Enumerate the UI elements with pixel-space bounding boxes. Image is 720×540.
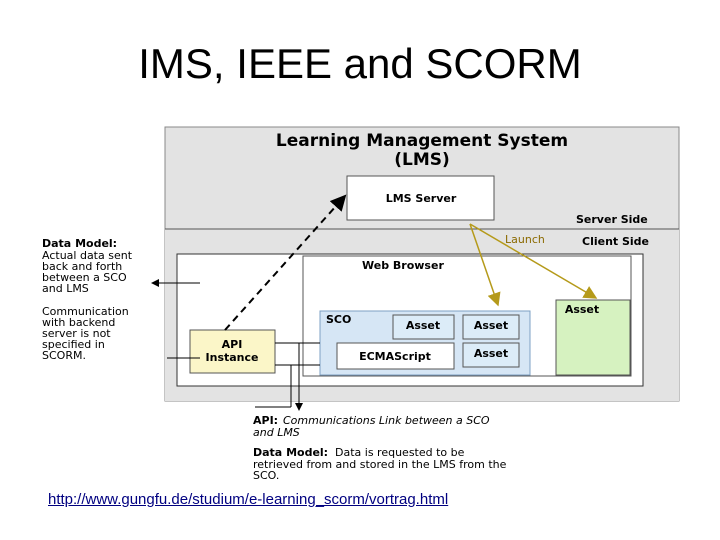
data-model-note-line-2: retrieved from and stored in the LMS fro… — [253, 458, 507, 471]
asset-box-right — [555, 299, 631, 376]
asset-label-3: Asset — [474, 347, 508, 360]
asset-box-1 — [392, 314, 455, 340]
lms-server-box — [346, 175, 495, 221]
data-model-left-heading: Data Model: — [42, 237, 117, 250]
slide-title: IMS, IEEE and SCORM — [138, 40, 582, 87]
sco-label: SCO — [326, 313, 351, 326]
data-model-note-line-1: Data is requested to be — [335, 446, 465, 459]
web-browser-label: Web Browser — [362, 259, 444, 272]
api-label-2: Instance — [206, 351, 259, 364]
data-model-note-heading: Data Model: — [253, 446, 328, 459]
launch-arrow-to-asset — [469, 223, 598, 299]
ecmascript-box — [336, 342, 455, 370]
comm-left-line-4: specified in — [42, 338, 105, 351]
data-model-left-line-3: between a SCO — [42, 271, 127, 284]
asset-label-2: Asset — [474, 319, 508, 332]
data-model-note-line-3: SCO. — [253, 469, 279, 482]
data-model-left-line-2: back and forth — [42, 260, 122, 273]
asset-box-3 — [462, 342, 520, 368]
api-note-line-2: and LMS — [253, 426, 300, 439]
asset-label-1: Asset — [406, 319, 440, 332]
api-note-line-1: Communications Link between a SCO — [283, 414, 490, 427]
lms-title-2: (LMS) — [394, 150, 450, 170]
data-model-left-line-4: and LMS — [42, 282, 89, 295]
lms-server-label: LMS Server — [386, 192, 457, 205]
launch-label: Launch — [505, 233, 545, 246]
api-note-heading: API: — [253, 414, 278, 427]
dashed-api-to-server-arrow — [224, 194, 347, 331]
asset-label-right: Asset — [565, 303, 599, 316]
server-side-label: Server Side — [576, 213, 648, 226]
api-instance-box — [189, 329, 276, 374]
source-link[interactable]: http://www.gungfu.de/studium/e-learning_… — [48, 491, 449, 508]
client-side-label: Client Side — [582, 235, 649, 248]
comm-left-line-5: SCORM. — [42, 349, 86, 362]
comm-left-line-3: server is not — [42, 327, 111, 340]
ecmascript-label: ECMAScript — [359, 350, 431, 363]
comm-left-line-1: Communication — [42, 305, 129, 318]
data-model-left-line-1: Actual data sent — [42, 249, 133, 262]
launch-arrow-to-sco — [469, 223, 501, 307]
comm-left-line-2: with backend — [42, 316, 115, 329]
api-label-1: API — [222, 338, 243, 351]
asset-box-2 — [462, 314, 520, 340]
lms-title-1: Learning Management System — [276, 131, 568, 151]
